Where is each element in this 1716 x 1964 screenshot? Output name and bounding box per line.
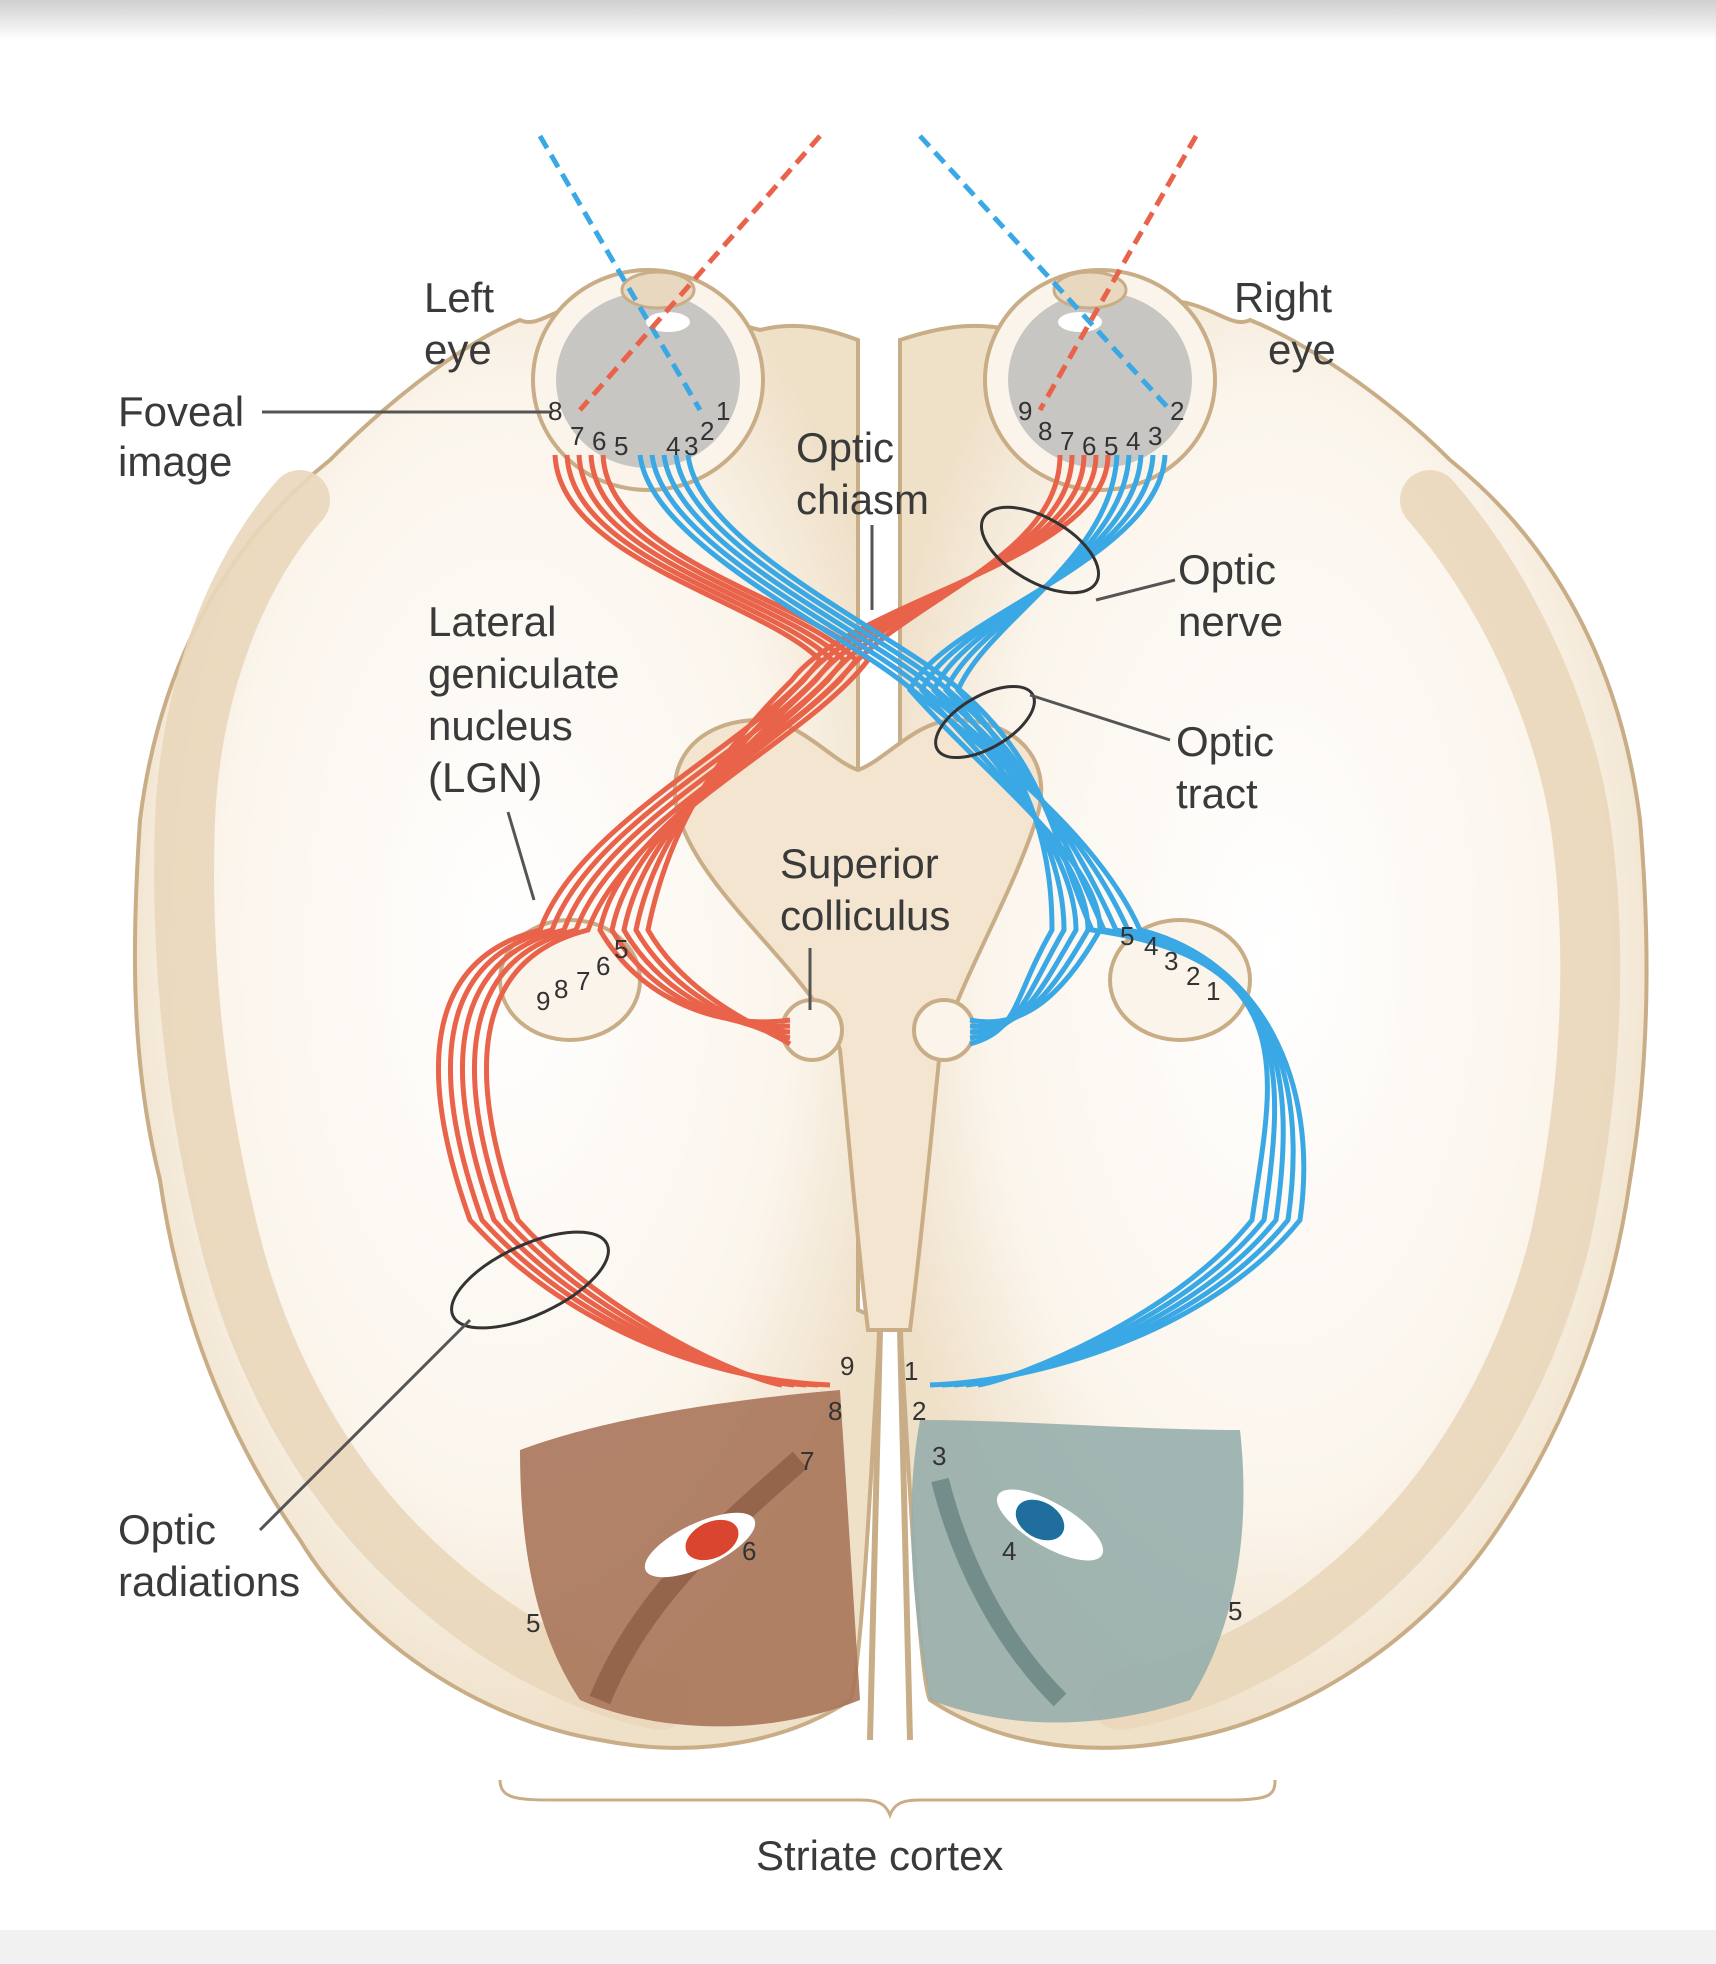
midbrain xyxy=(672,717,1044,1332)
right-cortex-streak xyxy=(931,1477,1067,1707)
optic-tract-label-line2: tract xyxy=(1176,770,1258,817)
right-retina-number: 6 xyxy=(1082,431,1096,461)
left-retina-number: 4 xyxy=(666,431,680,461)
blue-pathway-bundle xyxy=(637,454,1307,1388)
left-eye-red-ray xyxy=(578,134,822,412)
tract-leader xyxy=(1029,693,1171,742)
right-lgn-number: 2 xyxy=(1186,961,1200,991)
blue-pathway-fiber xyxy=(955,454,1120,1047)
right-lgn-number: 4 xyxy=(1144,931,1158,961)
red-pathway-fiber xyxy=(483,454,872,1388)
right-eye xyxy=(983,268,1217,492)
superior-colliculus-label-line2: colliculus xyxy=(780,892,951,939)
left-lgn-number: 8 xyxy=(554,974,568,1004)
midline-fissure xyxy=(867,1329,883,1741)
red-pathway-fiber xyxy=(447,454,836,1388)
right-retina-number: 2 xyxy=(1170,396,1184,426)
left-cortex-number: 7 xyxy=(800,1446,814,1476)
left-eye-blue-ray xyxy=(537,134,703,412)
red-pathway-fiber xyxy=(459,454,848,1388)
right-cortex-fovea-core xyxy=(1015,1499,1065,1541)
optic-radiations-marker xyxy=(450,1230,610,1330)
red-pathway-fiber xyxy=(435,454,831,1388)
radiations-leader xyxy=(258,1318,472,1532)
right-gray-matter xyxy=(1090,470,1621,1730)
right-cortex-number: 1 xyxy=(904,1356,918,1386)
blue-pathway-fiber xyxy=(685,454,1270,1388)
striate-cortex-brace xyxy=(498,1779,1277,1820)
red-pathway-bundle xyxy=(435,454,1111,1388)
left-cortex-fovea-core xyxy=(685,1519,739,1561)
bottom-shade xyxy=(0,1930,1716,1964)
right-retina-number: 5 xyxy=(1104,431,1118,461)
right-lgn xyxy=(1108,918,1252,1042)
nerve-leader xyxy=(1095,578,1176,602)
lgn-label-line4: (LGN) xyxy=(428,754,543,801)
optic-radiations-label-line1: Optic xyxy=(118,1506,217,1553)
left-retina-number: 1 xyxy=(716,396,730,426)
midline-fissure-2 xyxy=(897,1329,913,1741)
left-lgn-number: 6 xyxy=(596,951,610,981)
left-retina-number: 6 xyxy=(592,426,606,456)
red-pathway-fiber xyxy=(471,454,860,1388)
superior-colliculus-label-line1: Superior xyxy=(780,840,939,887)
right-eye-label-line2: eye xyxy=(1268,326,1336,373)
right-retina-number: 8 xyxy=(1038,416,1052,446)
optic-nerve-marker xyxy=(979,505,1101,595)
optic-nerve-label-line1: Optic xyxy=(1178,546,1277,593)
left-cortex-number: 9 xyxy=(840,1351,854,1381)
foveal-image-label-line1: Foveal xyxy=(118,388,245,435)
lgn-leader xyxy=(506,811,536,901)
right-retina-number: 7 xyxy=(1060,426,1074,456)
right-retina-number: 9 xyxy=(1018,396,1032,426)
optic-chiasm-label-line2: chiasm xyxy=(796,476,930,523)
optic-chiasm-label-line1: Optic xyxy=(796,424,895,471)
right-lgn-number: 3 xyxy=(1164,946,1178,976)
foveal-image-label-line2: image xyxy=(118,438,233,485)
lgn-label-line1: Lateral xyxy=(428,598,557,645)
right-retina-number: 4 xyxy=(1126,426,1140,456)
left-retina-number: 7 xyxy=(570,421,584,451)
right-lgn-number: 5 xyxy=(1120,921,1134,951)
right-cortex-number: 5 xyxy=(1228,1596,1242,1626)
optic-tract-label-line1: Optic xyxy=(1176,718,1275,765)
left-retina-number: 3 xyxy=(684,431,698,461)
left-gray-matter xyxy=(154,470,690,1730)
left-cortex-number: 6 xyxy=(742,1536,756,1566)
right-lgn-number: 1 xyxy=(1206,976,1220,1006)
left-retina-number: 8 xyxy=(548,396,562,426)
left-cortex-number: 5 xyxy=(526,1608,540,1638)
top-shade xyxy=(0,0,1716,40)
red-pathway-fiber xyxy=(645,454,1111,1047)
optic-radiations-label-line2: radiations xyxy=(118,1558,301,1605)
lgn-label-line3: nucleus xyxy=(428,702,573,749)
left-lgn-number: 5 xyxy=(614,934,628,964)
left-eye xyxy=(531,268,765,492)
right-cortex-number: 4 xyxy=(1002,1536,1016,1566)
left-lgn-number: 7 xyxy=(576,966,590,996)
blue-pathway-fiber xyxy=(637,454,1307,1388)
right-retina-number: 3 xyxy=(1148,421,1162,451)
left-eye-label-line1: Left xyxy=(424,274,495,321)
left-lgn-number: 9 xyxy=(536,986,550,1016)
left-retina-number: 2 xyxy=(700,416,714,446)
right-eye-red-ray xyxy=(1037,134,1199,412)
right-eye-label-line1: Right xyxy=(1234,274,1333,321)
right-eye-blue-ray xyxy=(918,134,1172,412)
lgn-label-line2: geniculate xyxy=(428,650,620,697)
striate-cortex-label: Striate cortex xyxy=(756,1832,1004,1879)
left-retina-number: 5 xyxy=(614,431,628,461)
optic-nerve-label-line2: nerve xyxy=(1178,598,1284,645)
right-cortex-number: 2 xyxy=(912,1396,926,1426)
right-cortex-number: 3 xyxy=(932,1441,946,1471)
left-eye-label-line2: eye xyxy=(424,326,492,373)
left-cortex-number: 8 xyxy=(828,1396,842,1426)
right-superior-colliculus xyxy=(912,998,976,1062)
left-superior-colliculus xyxy=(780,998,844,1062)
right-striate-cortex xyxy=(911,1420,1244,1723)
